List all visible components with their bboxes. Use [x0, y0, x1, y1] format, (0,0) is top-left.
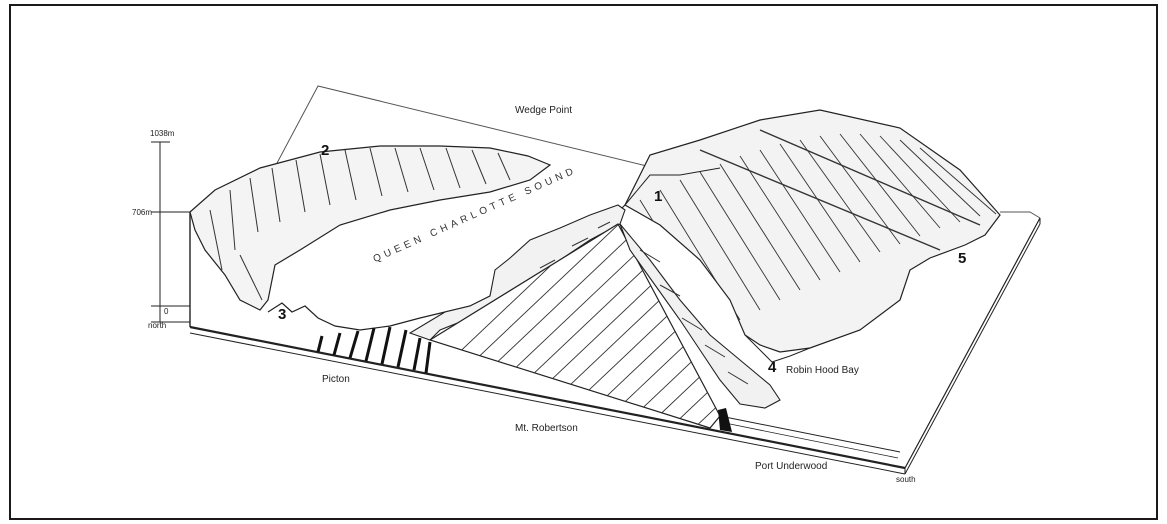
scale-top-label: 1038m [150, 130, 174, 138]
south-label: south [896, 476, 916, 484]
scale-mid-label: 706m [132, 209, 152, 217]
marker-4: 4 [768, 359, 777, 376]
height-scale [151, 142, 190, 322]
port-underwood-label: Port Underwood [755, 462, 827, 472]
scale-bottom-label: 0 [164, 308, 168, 316]
marker-1: 1 [654, 188, 662, 205]
north-label: north [148, 322, 166, 330]
marker-5: 5 [958, 250, 966, 267]
marker-3: 3 [278, 306, 286, 323]
marker-2: 2 [321, 142, 329, 159]
wedge-point-label: Wedge Point [515, 106, 572, 116]
picton-label: Picton [322, 375, 350, 385]
robin-hood-bay-label: Robin Hood Bay [786, 366, 859, 376]
mt-robertson-label: Mt. Robertson [515, 424, 578, 434]
